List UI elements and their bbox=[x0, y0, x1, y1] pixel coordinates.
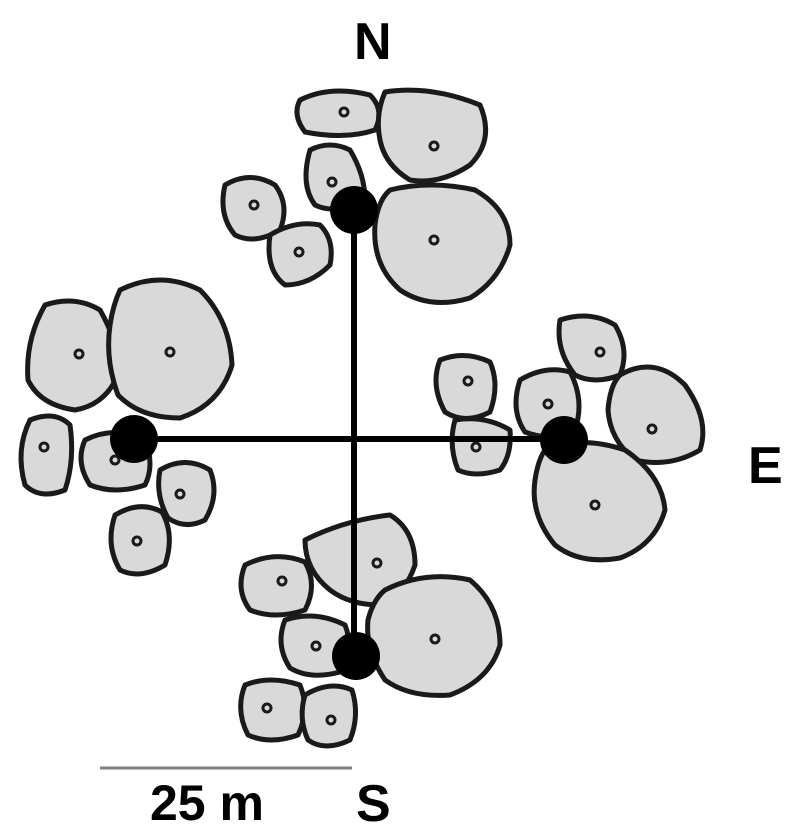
tree-stem bbox=[174, 488, 186, 500]
tree-stem bbox=[646, 423, 658, 435]
tree-stem bbox=[470, 441, 482, 453]
tree-crown bbox=[375, 87, 489, 184]
tree-crown bbox=[433, 353, 498, 421]
tree-stem bbox=[293, 246, 305, 258]
tree-stem bbox=[164, 346, 176, 358]
sampling-points bbox=[110, 186, 588, 680]
tree-stem bbox=[261, 702, 273, 714]
tree-crown bbox=[238, 554, 314, 618]
tree-stem bbox=[594, 346, 606, 358]
tree-crown bbox=[531, 440, 668, 563]
north-sampling-point bbox=[330, 186, 378, 234]
tree-crown bbox=[372, 182, 513, 305]
tree-stem bbox=[428, 234, 440, 246]
tree-stem bbox=[325, 714, 337, 726]
tree-crown bbox=[294, 88, 382, 139]
tree-stem bbox=[109, 454, 121, 466]
tree-stem bbox=[326, 176, 338, 188]
west-sampling-point bbox=[110, 415, 158, 463]
tree-stem bbox=[542, 398, 554, 410]
tree-stem bbox=[589, 499, 601, 511]
tree-stem bbox=[428, 140, 440, 152]
tree-stem bbox=[73, 348, 85, 360]
tree-crown bbox=[605, 364, 706, 465]
south-sampling-point bbox=[332, 632, 380, 680]
south-label: S bbox=[356, 775, 391, 833]
tree-stem bbox=[429, 633, 441, 645]
tree-stem bbox=[371, 557, 383, 569]
tree-stems bbox=[38, 106, 658, 726]
north-label: N bbox=[354, 13, 392, 71]
tree-crown bbox=[18, 413, 75, 497]
scale-bar-label: 25 m bbox=[150, 775, 264, 831]
tree-crown bbox=[238, 677, 307, 743]
tree-stem bbox=[338, 106, 350, 118]
tree-crown bbox=[156, 460, 217, 527]
transect-lines bbox=[131, 209, 567, 659]
tree-stem bbox=[310, 640, 322, 652]
tree-stem bbox=[131, 535, 143, 547]
tree-stem bbox=[38, 441, 50, 453]
tree-crown bbox=[25, 298, 121, 413]
east-label: E bbox=[748, 437, 783, 495]
tree-stem bbox=[248, 199, 260, 211]
east-sampling-point bbox=[540, 416, 588, 464]
tree-crown bbox=[556, 313, 627, 383]
tree-stem bbox=[462, 375, 474, 387]
tree-stem bbox=[276, 575, 288, 587]
